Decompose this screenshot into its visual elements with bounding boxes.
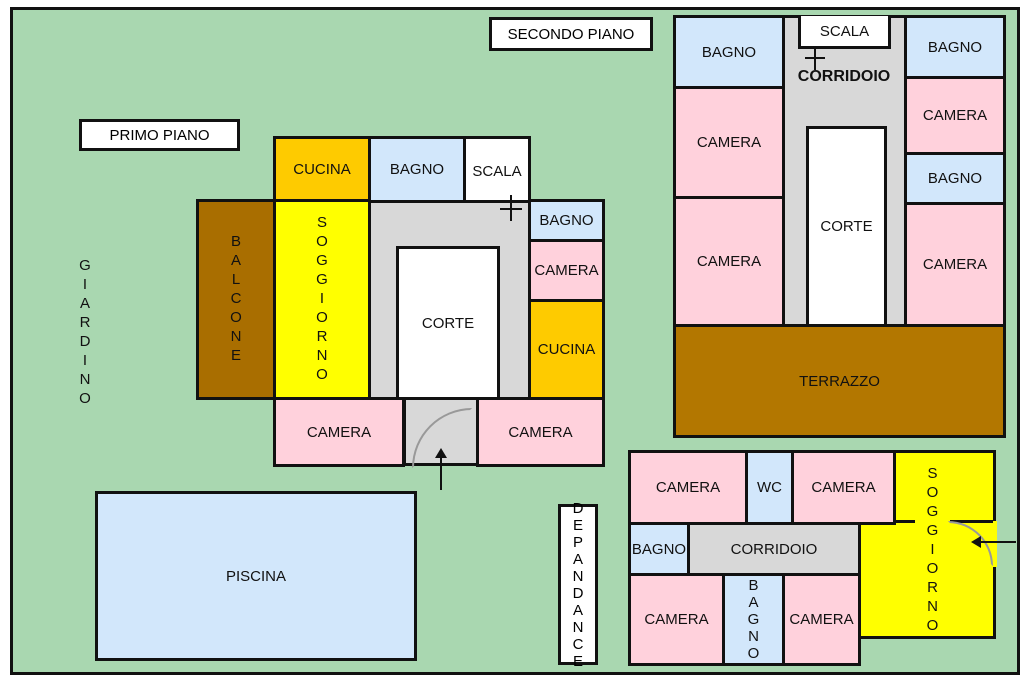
room-corridoio: CORRIDOIO [687, 522, 861, 576]
room-camera: CAMERA [904, 202, 1006, 327]
arrow-head-icon [971, 536, 981, 548]
courtyard-corte: CORTE [396, 246, 500, 400]
room-camera: CAMERA [273, 397, 405, 467]
room-terrazzo: TERRAZZO [673, 324, 1006, 438]
room-scala: SCALA [798, 16, 891, 49]
secondo-piano-label: SECONDO PIANO [489, 17, 653, 51]
room-bagno: BAGNO [722, 573, 785, 666]
piscina: PISCINA [95, 491, 417, 661]
room-bagno: BAGNO [904, 15, 1006, 79]
room-soggiorno: SOGGIORNO [273, 199, 371, 400]
room-camera: CAMERA [476, 397, 605, 467]
room-soggiorno: SOGGIORNO [915, 465, 950, 636]
room-bagno: BAGNO [904, 152, 1006, 205]
courtyard-corte: CORTE [806, 126, 887, 327]
room-camera: CAMERA [904, 76, 1006, 155]
room-camera: CAMERA [628, 450, 748, 525]
room-bagno: BAGNO [528, 199, 605, 242]
stair-cross-icon [805, 57, 825, 59]
primo-piano-label: PRIMO PIANO [79, 119, 240, 151]
room-scala: SCALA [463, 136, 531, 203]
entrance-arrow-icon [440, 452, 442, 490]
room-cucina: CUCINA [528, 299, 605, 400]
arrow-head-icon [435, 448, 447, 458]
doorway [993, 521, 997, 567]
room-camera: CAMERA [673, 196, 785, 327]
entrance-arrow-icon [980, 541, 1016, 543]
room-bagno: BAGNO [368, 136, 466, 203]
room-camera: CAMERA [673, 86, 785, 199]
room-camera: CAMERA [791, 450, 896, 525]
stair-cross-icon [500, 208, 522, 210]
room-camera: CAMERA [782, 573, 861, 666]
depandance-label: DEPANDANCE [558, 500, 598, 670]
room-wc: WC [745, 450, 794, 525]
room-bagno: BAGNO [673, 15, 785, 89]
room-camera: CAMERA [528, 239, 605, 302]
corridoio-label: CORRIDOIO [797, 68, 891, 85]
room-balcone: BALCONE [196, 199, 276, 400]
room-camera: CAMERA [628, 573, 725, 666]
room-cucina: CUCINA [273, 136, 371, 203]
giardino-label: GIARDINO [76, 257, 94, 409]
room-bagno: BAGNO [628, 522, 690, 576]
